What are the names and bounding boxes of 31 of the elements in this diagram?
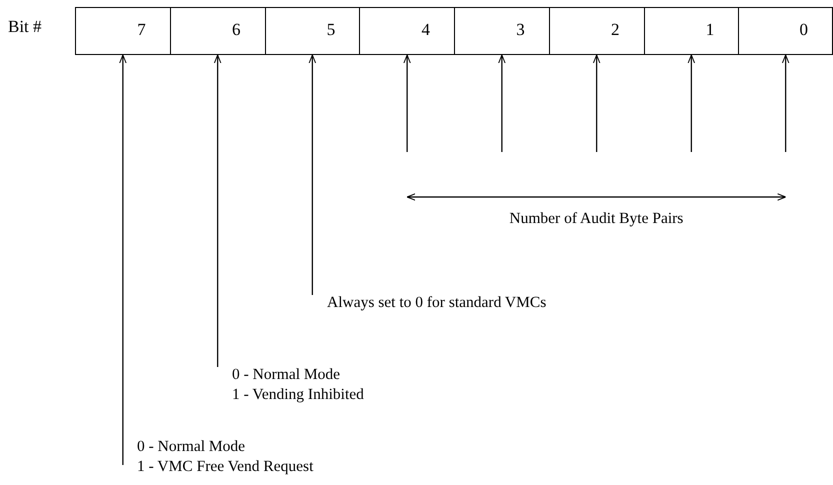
bit-number: 7 <box>137 20 146 40</box>
note-text: Always set to 0 for standard VMCs <box>327 293 546 313</box>
leader-line <box>214 54 222 367</box>
bit-cell <box>170 7 266 55</box>
leader-line <box>308 54 316 295</box>
note-text: 1 - Vending Inhibited <box>232 385 364 405</box>
note-text: 1 - VMC Free Vend Request <box>137 457 314 477</box>
arrow <box>403 54 411 152</box>
note-text: 0 - Normal Mode <box>232 365 342 385</box>
bit-number: 2 <box>611 20 620 40</box>
arrow <box>498 54 506 152</box>
bit-cell <box>75 7 171 55</box>
bit-cell <box>738 7 833 55</box>
row-label: Bit # <box>8 17 42 37</box>
arrow <box>592 54 600 152</box>
bit-number: 3 <box>516 20 525 40</box>
arrow <box>688 54 696 152</box>
bit-cell <box>454 7 550 55</box>
bit-cell <box>548 7 644 55</box>
bit-number: 5 <box>326 20 336 40</box>
bit-cell <box>264 7 360 55</box>
bit-cell <box>644 7 740 55</box>
bit-number: 6 <box>232 20 240 40</box>
bit-number: 4 <box>422 20 430 40</box>
bit-number: 1 <box>706 20 714 40</box>
span-label: Number of Audit Byte Pairs <box>509 210 684 228</box>
bit-number: 0 <box>800 20 808 40</box>
arrow <box>782 54 790 152</box>
note-text: 0 - Normal Mode <box>137 437 246 457</box>
bit-cell <box>359 7 455 55</box>
leader-line <box>119 54 127 465</box>
